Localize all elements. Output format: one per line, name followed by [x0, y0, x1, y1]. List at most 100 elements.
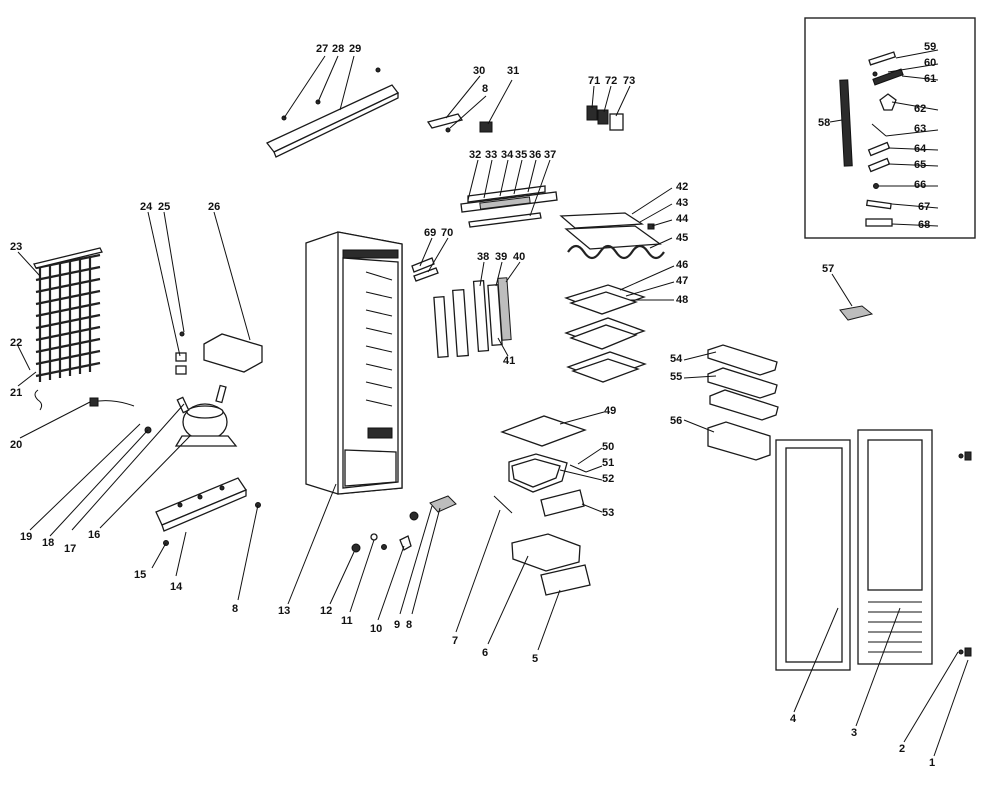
label-61: 61: [924, 73, 936, 85]
label-31: 31: [507, 65, 519, 77]
label-4: 4: [790, 713, 797, 725]
label-14: 14: [170, 581, 183, 593]
lower-drawer: [511, 533, 591, 596]
label-11: 11: [341, 615, 353, 627]
label-39: 39: [495, 251, 507, 263]
label-63: 63: [914, 123, 926, 135]
door-grille: [868, 601, 922, 653]
label-44: 44: [676, 213, 689, 225]
leader-lines: [17, 49, 969, 757]
label-68: 68: [918, 219, 930, 231]
door-hinge-parts: [958, 451, 972, 657]
label-22: 22: [10, 337, 22, 349]
label-38: 38: [477, 251, 489, 263]
door-handle-part: [839, 79, 853, 167]
door-gasket: [775, 439, 851, 671]
top-cover-rail: [265, 67, 399, 158]
label-8-bottom: 8: [232, 603, 238, 615]
label-45: 45: [676, 232, 688, 244]
label-66: 66: [914, 179, 926, 191]
label-25: 25: [158, 201, 170, 213]
cabinet-body: [305, 231, 403, 495]
label-50: 50: [602, 441, 614, 453]
glass-shelves: [564, 284, 647, 383]
power-cord: [89, 397, 135, 407]
label-41: 41: [503, 355, 515, 367]
label-7: 7: [452, 635, 458, 647]
label-49: 49: [604, 405, 616, 417]
small-parts-7-12: [351, 495, 457, 553]
label-58: 58: [818, 117, 830, 129]
label-51: 51: [602, 457, 614, 469]
label-13: 13: [278, 605, 290, 617]
label-2: 2: [899, 743, 905, 755]
glass-door: [857, 429, 933, 665]
label-53: 53: [602, 507, 614, 519]
label-10: 10: [370, 623, 382, 635]
label-67: 67: [918, 201, 930, 213]
label-56: 56: [670, 415, 682, 427]
label-48: 48: [676, 294, 688, 306]
compressor: [144, 384, 238, 447]
top-shelf-and-rack: [559, 212, 665, 260]
label-40: 40: [513, 251, 525, 263]
label-35: 35: [515, 149, 527, 161]
parts-24-26: [175, 331, 263, 375]
hinge-parts-30-31: [426, 113, 493, 133]
label-19: 19: [20, 531, 32, 543]
part-number-labels: 27 28 29 30 8 31 71 72 73 32 33 34 35 36…: [10, 41, 936, 769]
label-3: 3: [851, 727, 857, 739]
label-52: 52: [602, 473, 614, 485]
label-46: 46: [676, 259, 688, 271]
label-26: 26: [208, 201, 220, 213]
label-32: 32: [469, 149, 481, 161]
label-1: 1: [929, 757, 935, 769]
label-54: 54: [670, 353, 683, 365]
label-8-mid: 8: [406, 619, 412, 631]
label-28: 28: [332, 43, 344, 55]
label-70: 70: [441, 227, 453, 239]
label-27: 27: [316, 43, 328, 55]
label-5: 5: [532, 653, 538, 665]
label-60: 60: [924, 57, 936, 69]
label-33: 33: [485, 149, 497, 161]
label-73: 73: [623, 75, 635, 87]
label-64: 64: [914, 143, 927, 155]
side-rails: [433, 277, 512, 358]
label-65: 65: [914, 159, 926, 171]
label-37: 37: [544, 149, 556, 161]
label-20: 20: [10, 439, 22, 451]
label-72: 72: [605, 75, 617, 87]
label-36: 36: [529, 149, 541, 161]
parts-69-70: [411, 257, 439, 282]
control-panel-assembly: [460, 185, 558, 228]
label-42: 42: [676, 181, 688, 193]
label-16: 16: [88, 529, 100, 541]
label-59: 59: [924, 41, 936, 53]
label-43: 43: [676, 197, 688, 209]
label-57: 57: [822, 263, 834, 275]
detail-inset-box: [804, 17, 976, 239]
label-17: 17: [64, 543, 76, 555]
label-18: 18: [42, 537, 54, 549]
door-balconies: [707, 344, 779, 461]
condenser-coil: [33, 247, 103, 411]
label-62: 62: [914, 103, 926, 115]
label-12: 12: [320, 605, 332, 617]
label-47: 47: [676, 275, 688, 287]
inset-small-parts: [865, 51, 904, 227]
label-29: 29: [349, 43, 361, 55]
label-15: 15: [134, 569, 146, 581]
label-30: 30: [473, 65, 485, 77]
part-57: [839, 305, 874, 321]
label-24: 24: [140, 201, 153, 213]
label-6: 6: [482, 647, 488, 659]
cabinet-shelf-ribs: [365, 271, 393, 407]
label-21: 21: [10, 387, 22, 399]
crisper-assembly: [493, 415, 587, 517]
label-34: 34: [501, 149, 514, 161]
label-23: 23: [10, 241, 22, 253]
label-69: 69: [424, 227, 436, 239]
base-plate: [155, 477, 261, 546]
